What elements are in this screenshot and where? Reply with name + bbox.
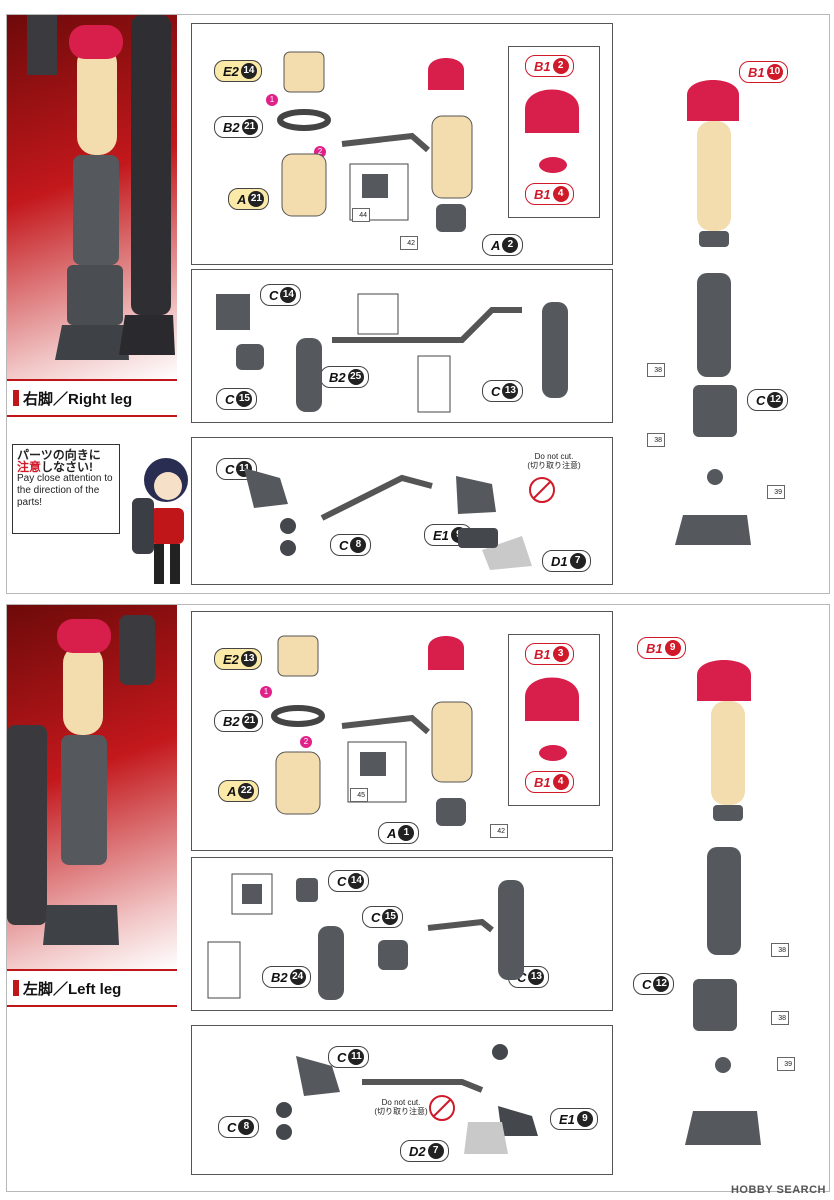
step-number-1: 1 [266, 94, 278, 106]
step3-parts-drawing [244, 468, 555, 570]
note-en: Pay close attention to the direction of … [17, 473, 113, 508]
label-mark [13, 390, 19, 406]
section-label: 右脚／Right leg [23, 391, 133, 408]
ref-number-38a: 38 [647, 363, 665, 377]
step2-parts-drawing [207, 873, 524, 1000]
label-mark [13, 980, 19, 996]
step3-panel: C11 C8 E19 D17 Do not cut. (切り取り注意) [191, 437, 613, 585]
leg-illustration [27, 15, 175, 360]
assembled-leg-drawing [685, 660, 761, 1145]
ref-number-2: 42 [400, 236, 418, 250]
ref-number-2: 42 [490, 824, 508, 838]
b1-parts-drawing [525, 89, 579, 173]
leg-illustration [7, 615, 155, 945]
ref-number-38b: 38 [771, 1011, 789, 1025]
watermark: HOBBY SEARCH [730, 1184, 826, 1196]
note-jp-line2: 注意しなさい! [17, 460, 94, 474]
step1-parts-drawing [271, 635, 473, 826]
step-number-2: 2 [300, 736, 312, 748]
step-number-1: 1 [260, 686, 272, 698]
ref-number-39: 39 [777, 1057, 795, 1071]
ref-number-39: 39 [767, 485, 785, 499]
step2-parts-drawing [216, 293, 568, 413]
ref-number-38b: 38 [647, 433, 665, 447]
attention-note: パーツの向きに 注意しなさい! Pay close attention to t… [12, 444, 120, 534]
b1-parts-drawing [525, 677, 579, 761]
character-mascot [132, 458, 188, 584]
assembled-leg-drawing [675, 80, 751, 545]
do-not-cut-label: Do not cut. (切り取り注意) [527, 452, 581, 470]
ref-number-1: 45 [350, 788, 368, 802]
left-leg-photo [7, 605, 177, 969]
ref-number-38a: 38 [771, 943, 789, 957]
section-label-bar: 左脚／Left leg [7, 969, 177, 1007]
do-not-cut-label: Do not cut. (切り取り注意) [374, 1098, 428, 1116]
ref-number-1: 44 [352, 208, 370, 222]
step3-parts-drawing [276, 1044, 538, 1154]
section-label: 左脚／Left leg [23, 981, 122, 998]
right-leg-photo [7, 15, 177, 379]
section-label-bar: 右脚／Right leg [7, 379, 177, 417]
note-jp-line1: パーツの向きに [17, 448, 101, 462]
